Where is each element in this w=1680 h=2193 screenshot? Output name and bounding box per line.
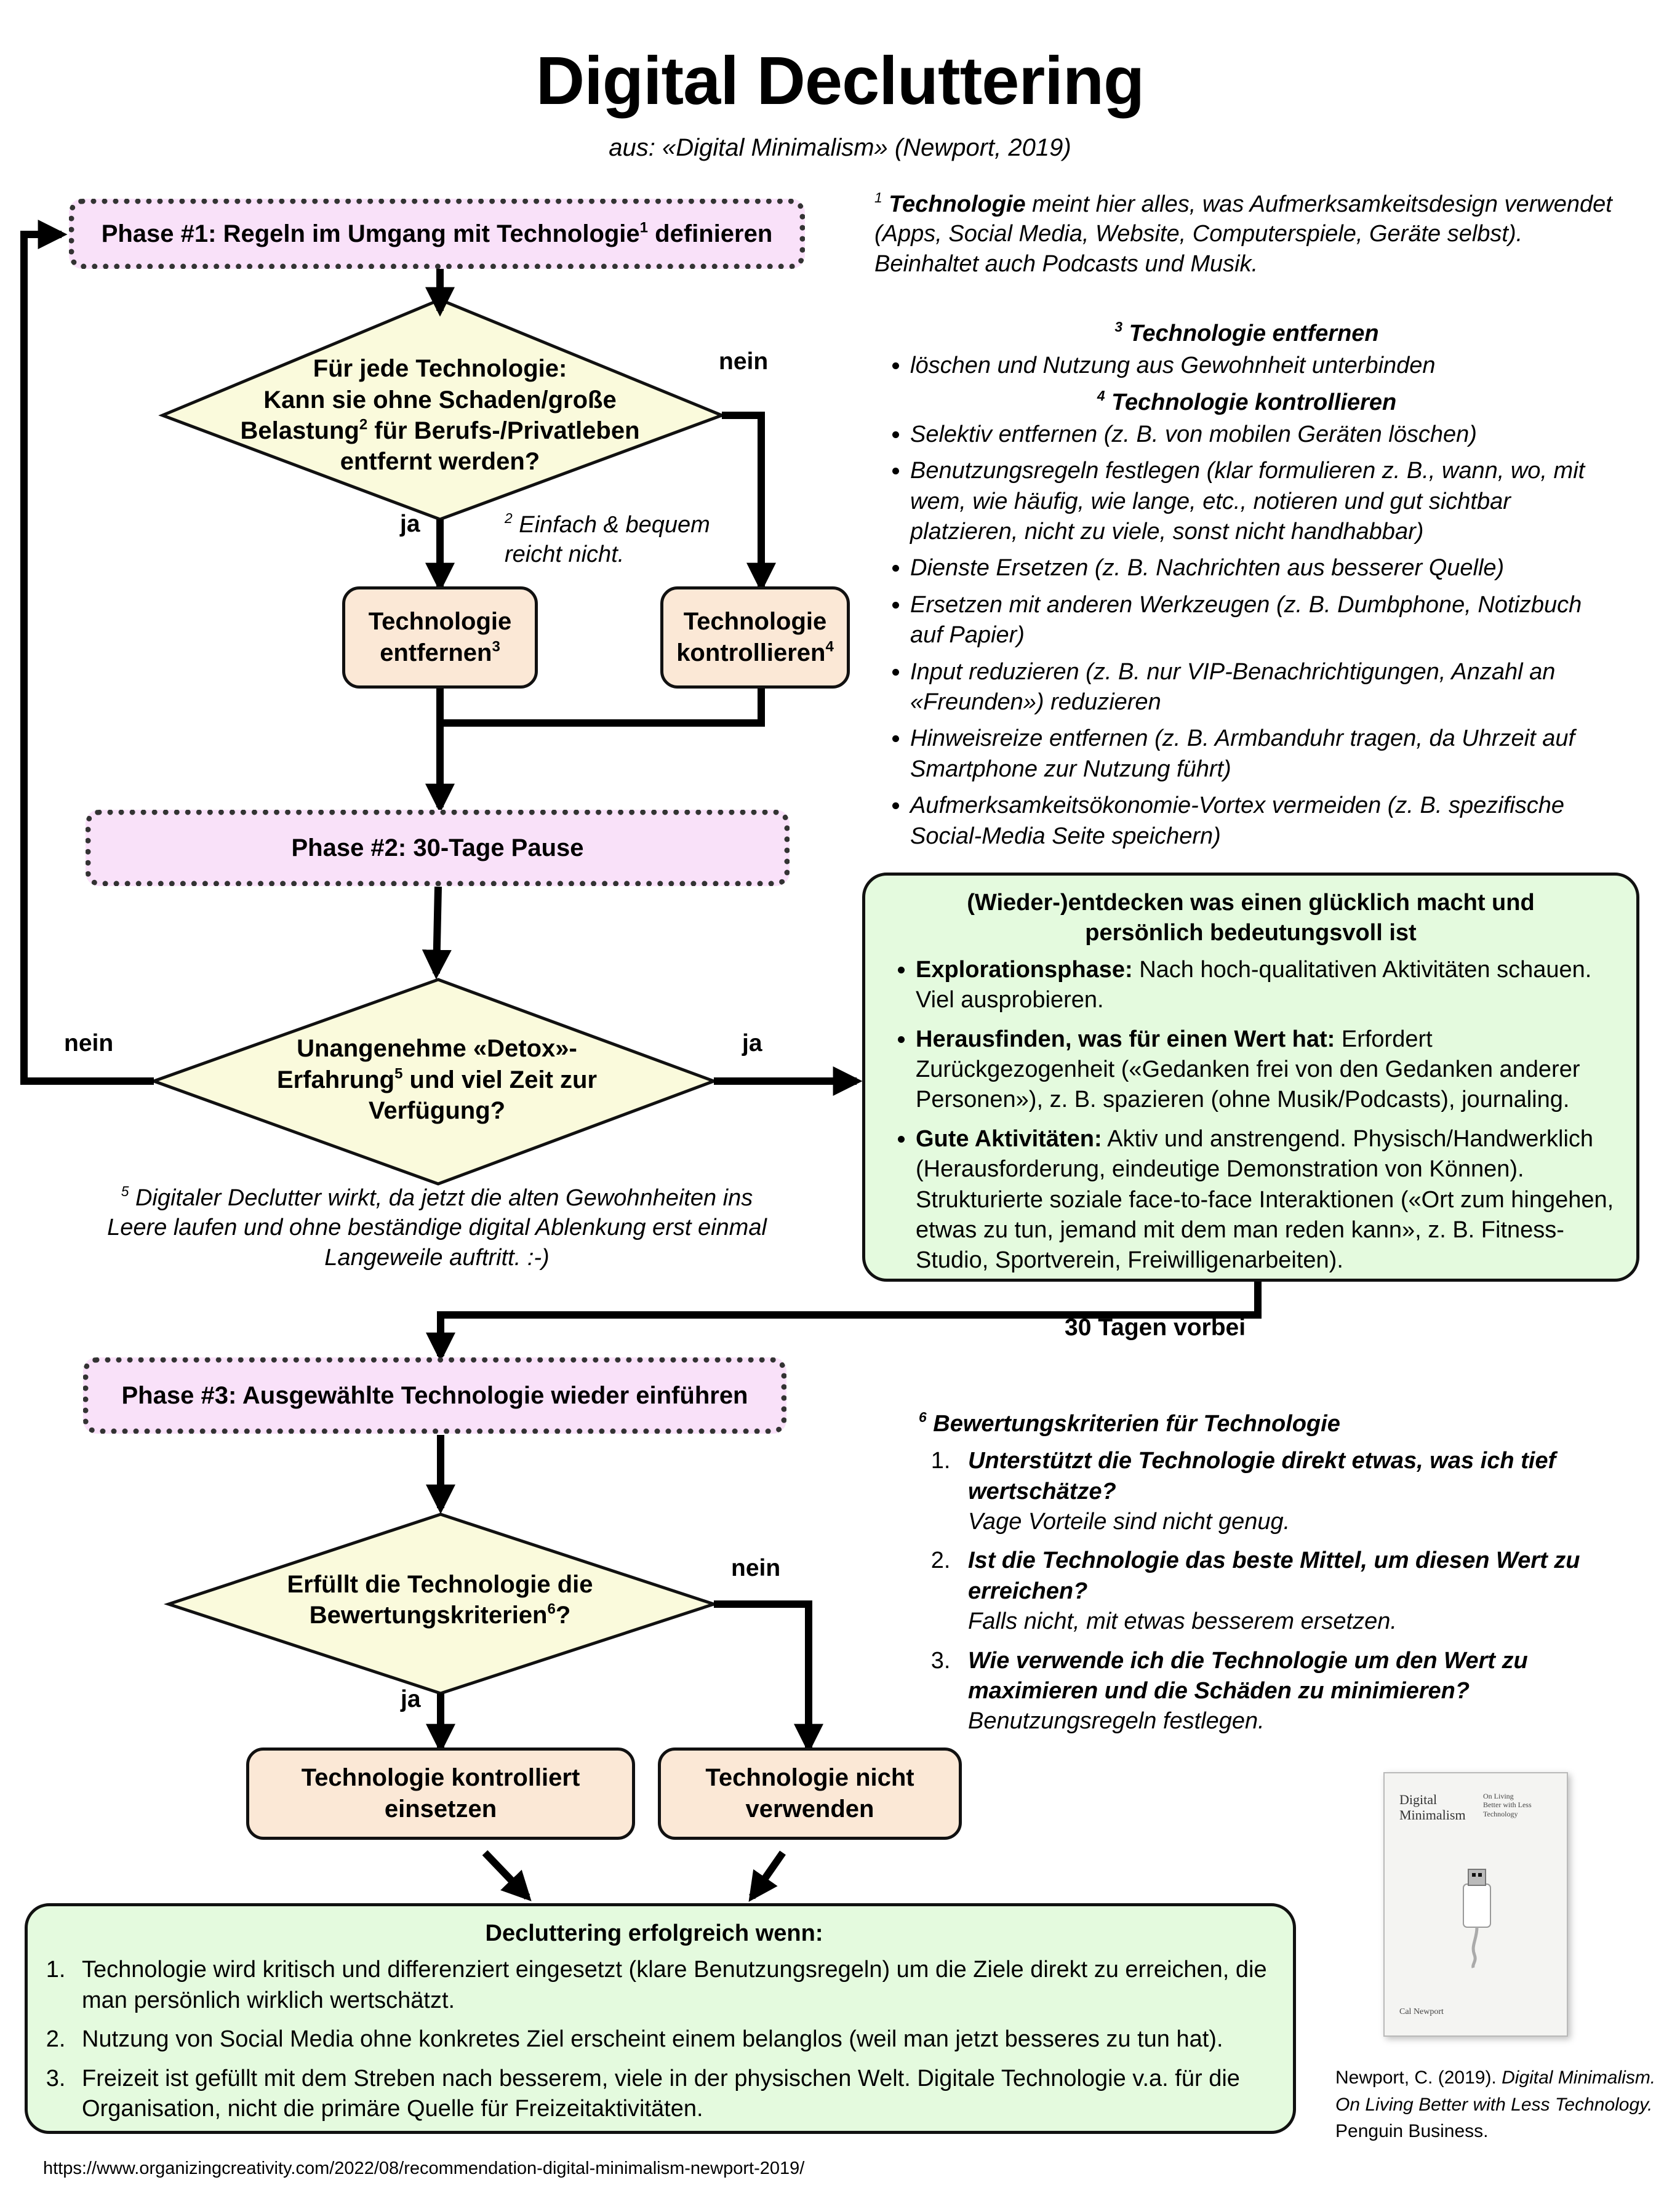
decision-diamond-2	[149, 978, 719, 1186]
source-url[interactable]: https://www.organizingcreativity.com/202…	[43, 2159, 805, 2178]
list-item: Herausfinden, was für einen Wert hat: Er…	[916, 1025, 1618, 1116]
arrow-nein-to-control	[722, 412, 776, 593]
control-technology-box: Technologie kontrollieren4	[660, 586, 850, 689]
phase-3-box: Phase #3: Ausgewählte Technologie wieder…	[83, 1357, 786, 1434]
footnote-4-heading: 4 Technologie kontrollieren	[1097, 387, 1397, 415]
decision-3-line-2: Bewertungskriterien6?	[309, 1600, 571, 1629]
decision-1-line-1: Für jede Technologie:	[313, 355, 567, 383]
list-item: Benutzungsregeln festlegen (klar formuli…	[910, 456, 1619, 547]
success-box: Decluttering erfolgreich wenn: Technolog…	[25, 1903, 1296, 2134]
rediscover-list: Explorationsphase: Nach hoch-qualitative…	[884, 955, 1618, 1276]
remove-box-line-2: entfernen3	[380, 638, 500, 666]
dont-use-box: Technologie nicht verwenden	[658, 1748, 962, 1840]
list-item: Ist die Technologie das beste Mittel, um…	[957, 1546, 1639, 1637]
success-list: Technologie wird kritisch und differenzi…	[34, 1955, 1274, 2124]
remove-technology-box: Technologie entfernen3	[342, 586, 538, 689]
footnote-5: 5 Digitaler Declutter wirkt, da jetzt di…	[107, 1183, 767, 1271]
days-over-label: 30 Tagen vorbei	[1065, 1314, 1246, 1341]
phase-1-box: Phase #1: Regeln im Umgang mit Technolog…	[69, 199, 805, 269]
control-box-line-1: Technologie	[683, 608, 827, 636]
arrow-nein-loop-to-phase1	[20, 220, 154, 1085]
rediscover-box: (Wieder-)entdecken was einen glücklich m…	[862, 873, 1639, 1282]
usb-plug-icon	[1463, 1869, 1491, 1968]
footnote-2: 2 Einfach & bequem reicht nicht.	[505, 510, 710, 568]
decision-1-line-3: Belastung2 für Berufs-/Privatleben	[240, 416, 640, 444]
rediscover-title: (Wieder-)entdecken was einen glücklich m…	[967, 890, 1535, 946]
list-item: Unterstützt die Technologie direkt etwas…	[957, 1446, 1639, 1537]
control-box-line-2: kontrollieren4	[676, 638, 834, 666]
list-item: Technologie wird kritisch und differenzi…	[72, 1955, 1274, 2016]
decision-2-text: Unangenehme «Detox»- Erfahrung5 und viel…	[246, 1021, 628, 1138]
decision-3-no-label: nein	[731, 1555, 781, 1581]
arrow-nein-to-dont	[714, 1600, 823, 1754]
list-item: löschen und Nutzung aus Gewohnheit unter…	[910, 351, 1619, 381]
success-title: Decluttering erfolgreich wenn:	[485, 1920, 823, 1946]
footnote-6: 6 Bewertungskriterien für Technologie Un…	[919, 1409, 1639, 1746]
footnote-6-heading: 6 Bewertungskriterien für Technologie	[919, 1409, 1340, 1437]
arrow-30-days-to-phase3	[426, 1282, 1262, 1362]
remove-box-line-1: Technologie	[368, 608, 512, 636]
arrow-use-to-success	[482, 1850, 532, 1901]
phase-1-text-after: definieren	[648, 220, 773, 247]
list-item: Aufmerksamkeitsökonomie-Vortex vermeiden…	[910, 791, 1619, 852]
decision-2-line-3: Verfügung?	[368, 1097, 506, 1125]
criteria-list: Unterstützt die Technologie direkt etwas…	[919, 1446, 1639, 1737]
list-item: Explorationsphase: Nach hoch-qualitative…	[916, 955, 1618, 1016]
book-citation: Newport, C. (2019). Digital Minimalism. …	[1335, 2067, 1656, 2141]
list-item: Input reduzieren (z. B. nur VIP-Benachri…	[910, 657, 1619, 718]
decision-2-line-1: Unangenehme «Detox»-	[297, 1035, 577, 1063]
decision-1-yes-label: ja	[400, 511, 420, 537]
phase-1-text: Phase #1: Regeln im Umgang mit Technolog…	[101, 220, 640, 247]
list-item: Wie verwende ich die Technologie um den …	[957, 1646, 1639, 1737]
phase-2-box: Phase #2: 30-Tage Pause	[86, 810, 790, 886]
list-item: Selektiv entfernen (z. B. von mobilen Ge…	[910, 420, 1619, 450]
arrow-dont-to-success	[748, 1850, 786, 1902]
list-item: Hinweisreize entfernen (z. B. Armbanduhr…	[910, 724, 1619, 785]
footnote-4-list: Selektiv entfernen (z. B. von mobilen Ge…	[874, 420, 1619, 852]
page-subtitle: aus: «Digital Minimalism» (Newport, 2019…	[609, 134, 1071, 161]
phase-1-sup: 1	[639, 218, 649, 236]
decision-3-line-1: Erfüllt die Technologie die	[287, 1570, 593, 1598]
footnote-3-4: 3 Technologie entfernen löschen und Nutz…	[874, 319, 1619, 858]
line-control-to-merge	[440, 689, 765, 727]
use-box-line-1: Technologie kontrolliert	[301, 1764, 580, 1792]
arrow-phase2-to-decision2	[422, 886, 452, 980]
dont-box-line-1: Technologie nicht	[705, 1764, 914, 1792]
use-box-line-2: einsetzen	[384, 1796, 497, 1823]
list-item: Dienste Ersetzen (z. B. Nachrichten aus …	[910, 553, 1619, 583]
decision-1-line-2: Kann sie ohne Schaden/große	[263, 386, 617, 413]
phase-2-text: Phase #2: 30-Tage Pause	[291, 834, 584, 861]
footnote-3-heading: 3 Technologie entfernen	[1114, 319, 1379, 346]
list-item: Ersetzen mit anderen Werkzeugen (z. B. D…	[910, 590, 1619, 651]
phase-3-text: Phase #3: Ausgewählte Technologie wieder…	[121, 1381, 748, 1409]
decision-2-line-2: Erfahrung5 und viel Zeit zur	[276, 1065, 598, 1093]
decision-1-no-label: nein	[719, 348, 769, 375]
decision-1-line-4: entfernt werden?	[340, 448, 540, 476]
footnote-1: 1 Technologie meint hier alles, was Aufm…	[874, 190, 1612, 277]
decision-3-yes-label: ja	[401, 1686, 421, 1712]
use-controlled-box: Technologie kontrolliert einsetzen	[246, 1748, 635, 1840]
decision-2-no-label: nein	[64, 1030, 114, 1057]
decision-2-yes-label: ja	[742, 1030, 762, 1057]
decision-3-text: Erfüllt die Technologie die Bewertungskr…	[252, 1557, 628, 1643]
list-item: Nutzung von Social Media ohne konkretes …	[72, 2024, 1274, 2055]
page-title: Digital Decluttering	[535, 43, 1145, 119]
book-cover-author: Cal Newport	[1399, 2007, 1444, 2016]
footnote-3-list: löschen und Nutzung aus Gewohnheit unter…	[874, 351, 1619, 381]
list-item: Freizeit ist gefüllt mit dem Streben nac…	[72, 2064, 1274, 2125]
dont-box-line-2: verwenden	[745, 1796, 874, 1823]
decision-1-text: Für jede Technologie: Kann sie ohne Scha…	[234, 348, 646, 483]
list-item: Gute Aktivitäten: Aktiv und anstrengend.…	[916, 1124, 1618, 1276]
